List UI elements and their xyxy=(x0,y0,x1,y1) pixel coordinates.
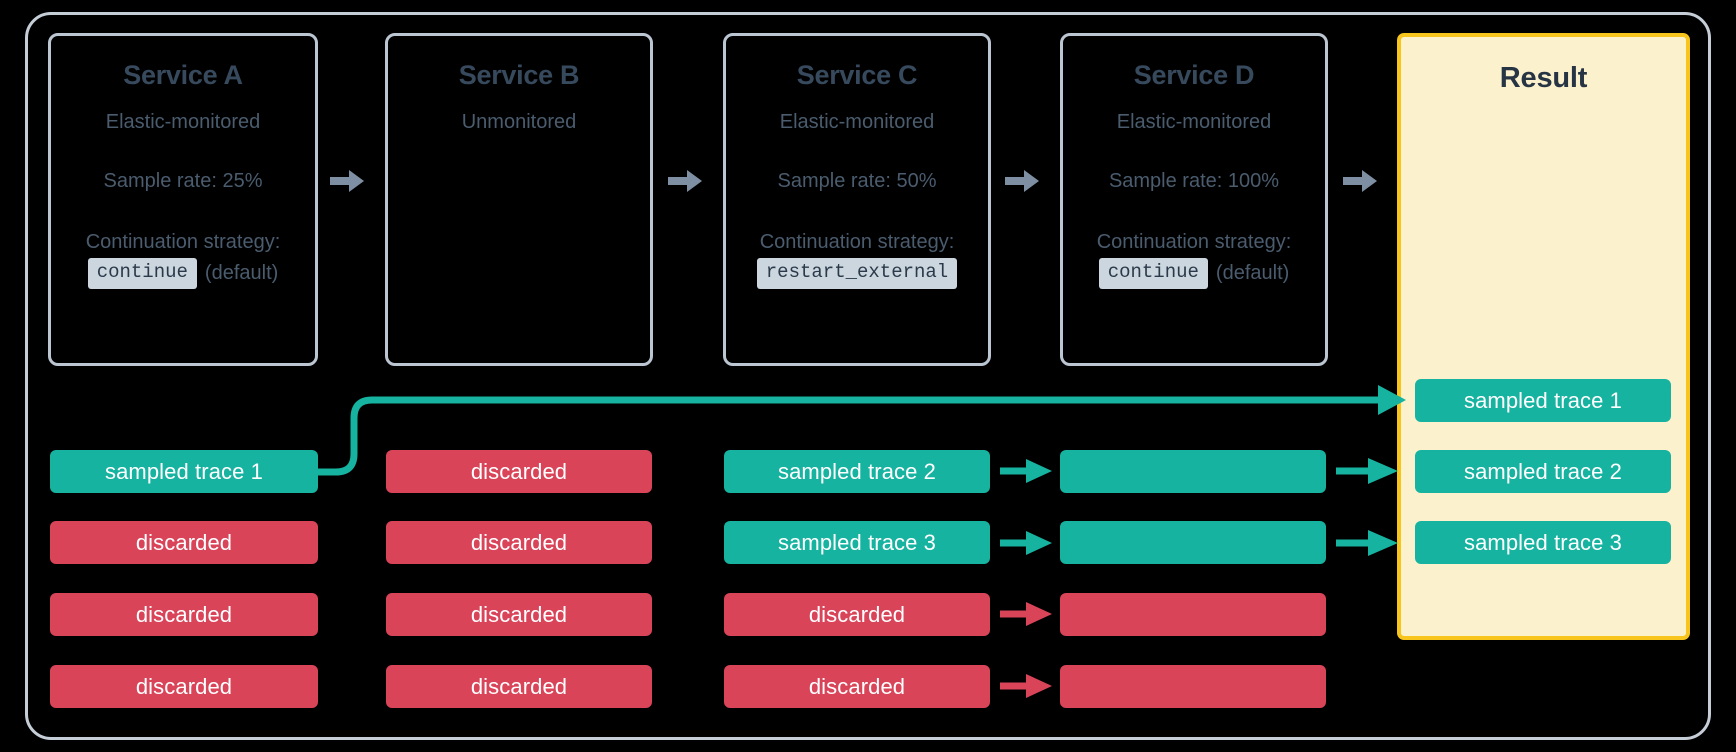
service-monitoring-status: Elastic-monitored xyxy=(779,110,935,133)
connector-d-to-result-row2 xyxy=(1336,458,1398,484)
service-strategy-code: restart_external xyxy=(756,258,958,289)
service-monitoring-status: Elastic-monitored xyxy=(105,110,261,133)
trace-bar[interactable] xyxy=(1060,521,1326,564)
service-strategy-note: (default) xyxy=(204,261,279,284)
trace-bar[interactable]: discarded xyxy=(386,665,652,708)
service-flow-arrow-b-to-c xyxy=(668,168,702,194)
result-trace-bar[interactable]: sampled trace 2 xyxy=(1415,450,1671,493)
trace-bar[interactable]: discarded xyxy=(50,665,318,708)
service-strategy-row: restart_external xyxy=(726,258,988,289)
service-strategy-label: Continuation strategy: xyxy=(1096,230,1292,253)
result-title: Result xyxy=(1499,62,1588,94)
service-flow-arrow-c-to-d xyxy=(1005,168,1039,194)
service-card-service-c[interactable]: Service C Elastic-monitored Sample rate:… xyxy=(723,33,991,366)
trace-bar[interactable]: discarded xyxy=(386,450,652,493)
trace-bar[interactable]: sampled trace 3 xyxy=(724,521,990,564)
connector-d-to-result-row3 xyxy=(1336,530,1398,556)
service-strategy-label: Continuation strategy: xyxy=(759,230,955,253)
connector-c-to-d-row2 xyxy=(1000,531,1052,555)
service-name: Service B xyxy=(458,60,580,90)
service-card-service-a[interactable]: Service A Elastic-monitored Sample rate:… xyxy=(48,33,318,366)
service-card-service-d[interactable]: Service D Elastic-monitored Sample rate:… xyxy=(1060,33,1328,366)
service-sample-rate: Sample rate: 100% xyxy=(1108,169,1280,192)
trace-bar[interactable] xyxy=(1060,450,1326,493)
service-strategy-code: continue xyxy=(87,258,197,289)
trace-bar[interactable]: discarded xyxy=(386,593,652,636)
trace-bar[interactable] xyxy=(1060,593,1326,636)
service-monitoring-status: Unmonitored xyxy=(461,110,577,133)
connector-c-to-d-row3 xyxy=(1000,602,1052,626)
trace-bar[interactable]: sampled trace 2 xyxy=(724,450,990,493)
service-name: Service C xyxy=(796,60,918,90)
service-strategy-row: continue (default) xyxy=(1063,258,1325,289)
connector-c-to-d-row1 xyxy=(1000,459,1052,483)
service-sample-rate: Sample rate: 50% xyxy=(777,169,937,192)
service-card-service-b[interactable]: Service B Unmonitored xyxy=(385,33,653,366)
service-monitoring-status: Elastic-monitored xyxy=(1116,110,1272,133)
service-strategy-note: (default) xyxy=(1215,261,1290,284)
trace-bar[interactable]: discarded xyxy=(724,593,990,636)
trace-bar[interactable]: discarded xyxy=(724,665,990,708)
trace-bar[interactable]: discarded xyxy=(386,521,652,564)
connector-c-to-d-row4 xyxy=(1000,674,1052,698)
result-trace-bar[interactable]: sampled trace 3 xyxy=(1415,521,1671,564)
trace-bar[interactable]: discarded xyxy=(50,593,318,636)
service-strategy-code: continue xyxy=(1098,258,1208,289)
trace-bar[interactable] xyxy=(1060,665,1326,708)
service-strategy-row: continue (default) xyxy=(51,258,315,289)
service-flow-arrow-a-to-b xyxy=(330,168,364,194)
trace-bar[interactable]: sampled trace 1 xyxy=(50,450,318,493)
service-sample-rate: Sample rate: 25% xyxy=(103,169,263,192)
result-trace-bar[interactable]: sampled trace 1 xyxy=(1415,379,1671,422)
service-name: Service D xyxy=(1133,60,1255,90)
service-flow-arrow-d-to-result xyxy=(1343,168,1377,194)
service-strategy-label: Continuation strategy: xyxy=(85,230,281,253)
trace-bar[interactable]: discarded xyxy=(50,521,318,564)
service-name: Service A xyxy=(123,60,243,90)
